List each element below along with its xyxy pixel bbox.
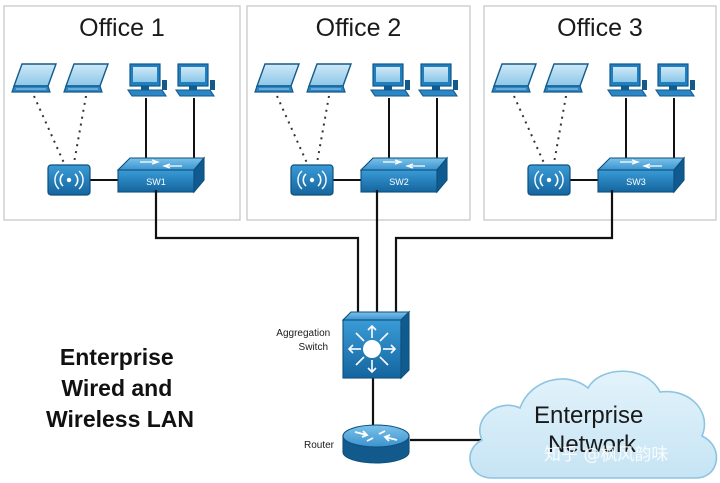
office-3: Office 3 SW3 <box>483 5 717 221</box>
switch-label: SW1 <box>146 177 166 187</box>
router <box>342 424 410 464</box>
wired-links <box>570 98 675 181</box>
switch-label: SW3 <box>626 177 646 187</box>
lan-title: Enterprise Wired and Wireless LAN <box>46 344 194 432</box>
office-title: Office 1 <box>79 14 165 42</box>
wireless-links <box>276 95 330 164</box>
aggregation-label: Aggregation Switch <box>276 328 333 353</box>
uplink-sw1 <box>154 190 360 318</box>
wireless-links <box>513 95 567 164</box>
office-2: Office 2 SW2 <box>246 5 471 221</box>
wireless-access-point-icon <box>527 164 571 196</box>
router-label: Router <box>304 440 335 451</box>
aggregation-switch <box>341 310 411 380</box>
wireless-access-point-icon <box>290 164 334 196</box>
office-title: Office 3 <box>557 14 643 42</box>
wired-links <box>333 98 438 181</box>
wireless-links <box>33 95 87 164</box>
uplink-sw3 <box>394 190 614 318</box>
enterprise-network-cloud <box>469 370 718 479</box>
office-title: Office 2 <box>316 14 402 42</box>
wireless-access-point-icon <box>47 164 91 196</box>
office-1: Office 1 SW1 <box>3 5 241 221</box>
watermark: 知乎 @枫风韵味 <box>544 445 668 465</box>
uplink-links <box>154 190 614 442</box>
cloud-label: Enterprise Network <box>534 402 650 458</box>
switch-label: SW2 <box>389 177 409 187</box>
wired-links <box>90 98 195 181</box>
